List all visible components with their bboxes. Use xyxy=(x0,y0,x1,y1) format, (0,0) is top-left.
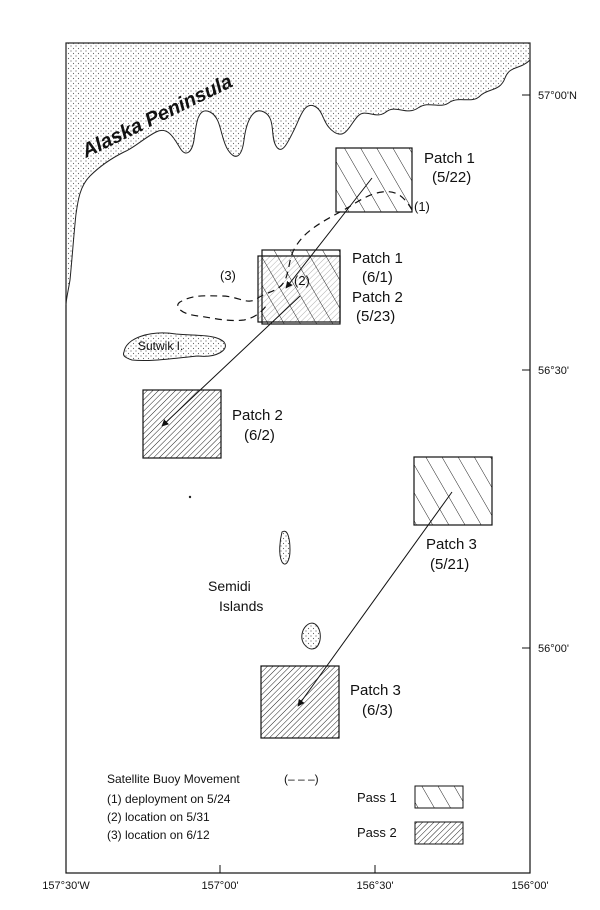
legend-pass1-swatch xyxy=(414,785,464,809)
semidi-island-south xyxy=(301,622,321,650)
patch-date: (6/3) xyxy=(362,702,393,719)
legend-buoy-title: Satellite Buoy Movement xyxy=(107,772,240,786)
buoy-marker-2: (2) xyxy=(294,273,310,288)
patch3-pass2-box xyxy=(260,665,340,739)
patch-date: (5/21) xyxy=(430,556,469,573)
legend-buoy-symbol: (– – –) xyxy=(284,772,319,786)
lon-label: 156°00' xyxy=(511,880,548,892)
semidi-label-line2: Islands xyxy=(219,598,263,614)
lon-label: 157°30'W xyxy=(42,880,90,892)
patch-date: (6/2) xyxy=(244,427,275,444)
patch2-movement-arrow xyxy=(161,295,301,427)
patch-label: Patch 2 xyxy=(232,407,283,424)
lon-label: 156°30' xyxy=(356,880,393,892)
legend-pass2-label: Pass 2 xyxy=(357,825,397,840)
lon-label: 157°00' xyxy=(201,880,238,892)
patch-label: Patch 2 xyxy=(352,289,403,306)
patch-label: Patch 1 xyxy=(424,150,475,167)
semidi-label-line1: Semidi xyxy=(208,578,251,594)
buoy-track xyxy=(177,191,413,322)
patch1-pass2-box xyxy=(257,255,341,323)
patch1-pass1-box xyxy=(335,147,413,213)
patch-label: Patch 3 xyxy=(426,536,477,553)
legend-pass1-label: Pass 1 xyxy=(357,790,397,805)
patch3-movement-arrow xyxy=(297,491,453,707)
patch-date: (5/22) xyxy=(432,169,471,186)
legend-pass2-swatch xyxy=(414,821,464,845)
sutwik-label: Sutwik I. xyxy=(138,339,183,353)
semidi-island-north xyxy=(279,530,291,565)
patch-date: (5/23) xyxy=(356,308,395,325)
patch2-pass2-box xyxy=(142,389,222,459)
patch1-movement-arrow xyxy=(285,177,373,289)
lat-label: 56°30' xyxy=(538,365,569,377)
lat-label: 56°00' xyxy=(538,643,569,655)
legend-item: (1) deployment on 5/24 xyxy=(107,792,231,806)
marker-dot xyxy=(188,495,192,499)
lat-label: 57°00'N xyxy=(538,90,577,102)
buoy-marker-3: (3) xyxy=(220,268,236,283)
patch-date: (6/1) xyxy=(362,269,393,286)
buoy-marker-1: (1) xyxy=(414,199,430,214)
legend-item: (3) location on 6/12 xyxy=(107,828,210,842)
patch3-pass1-box xyxy=(413,456,493,526)
patch-label: Patch 1 xyxy=(352,250,403,267)
patch-label: Patch 3 xyxy=(350,682,401,699)
sutwik-island xyxy=(123,332,226,362)
legend-item: (2) location on 5/31 xyxy=(107,810,210,824)
alaska-peninsula-land xyxy=(65,42,531,306)
